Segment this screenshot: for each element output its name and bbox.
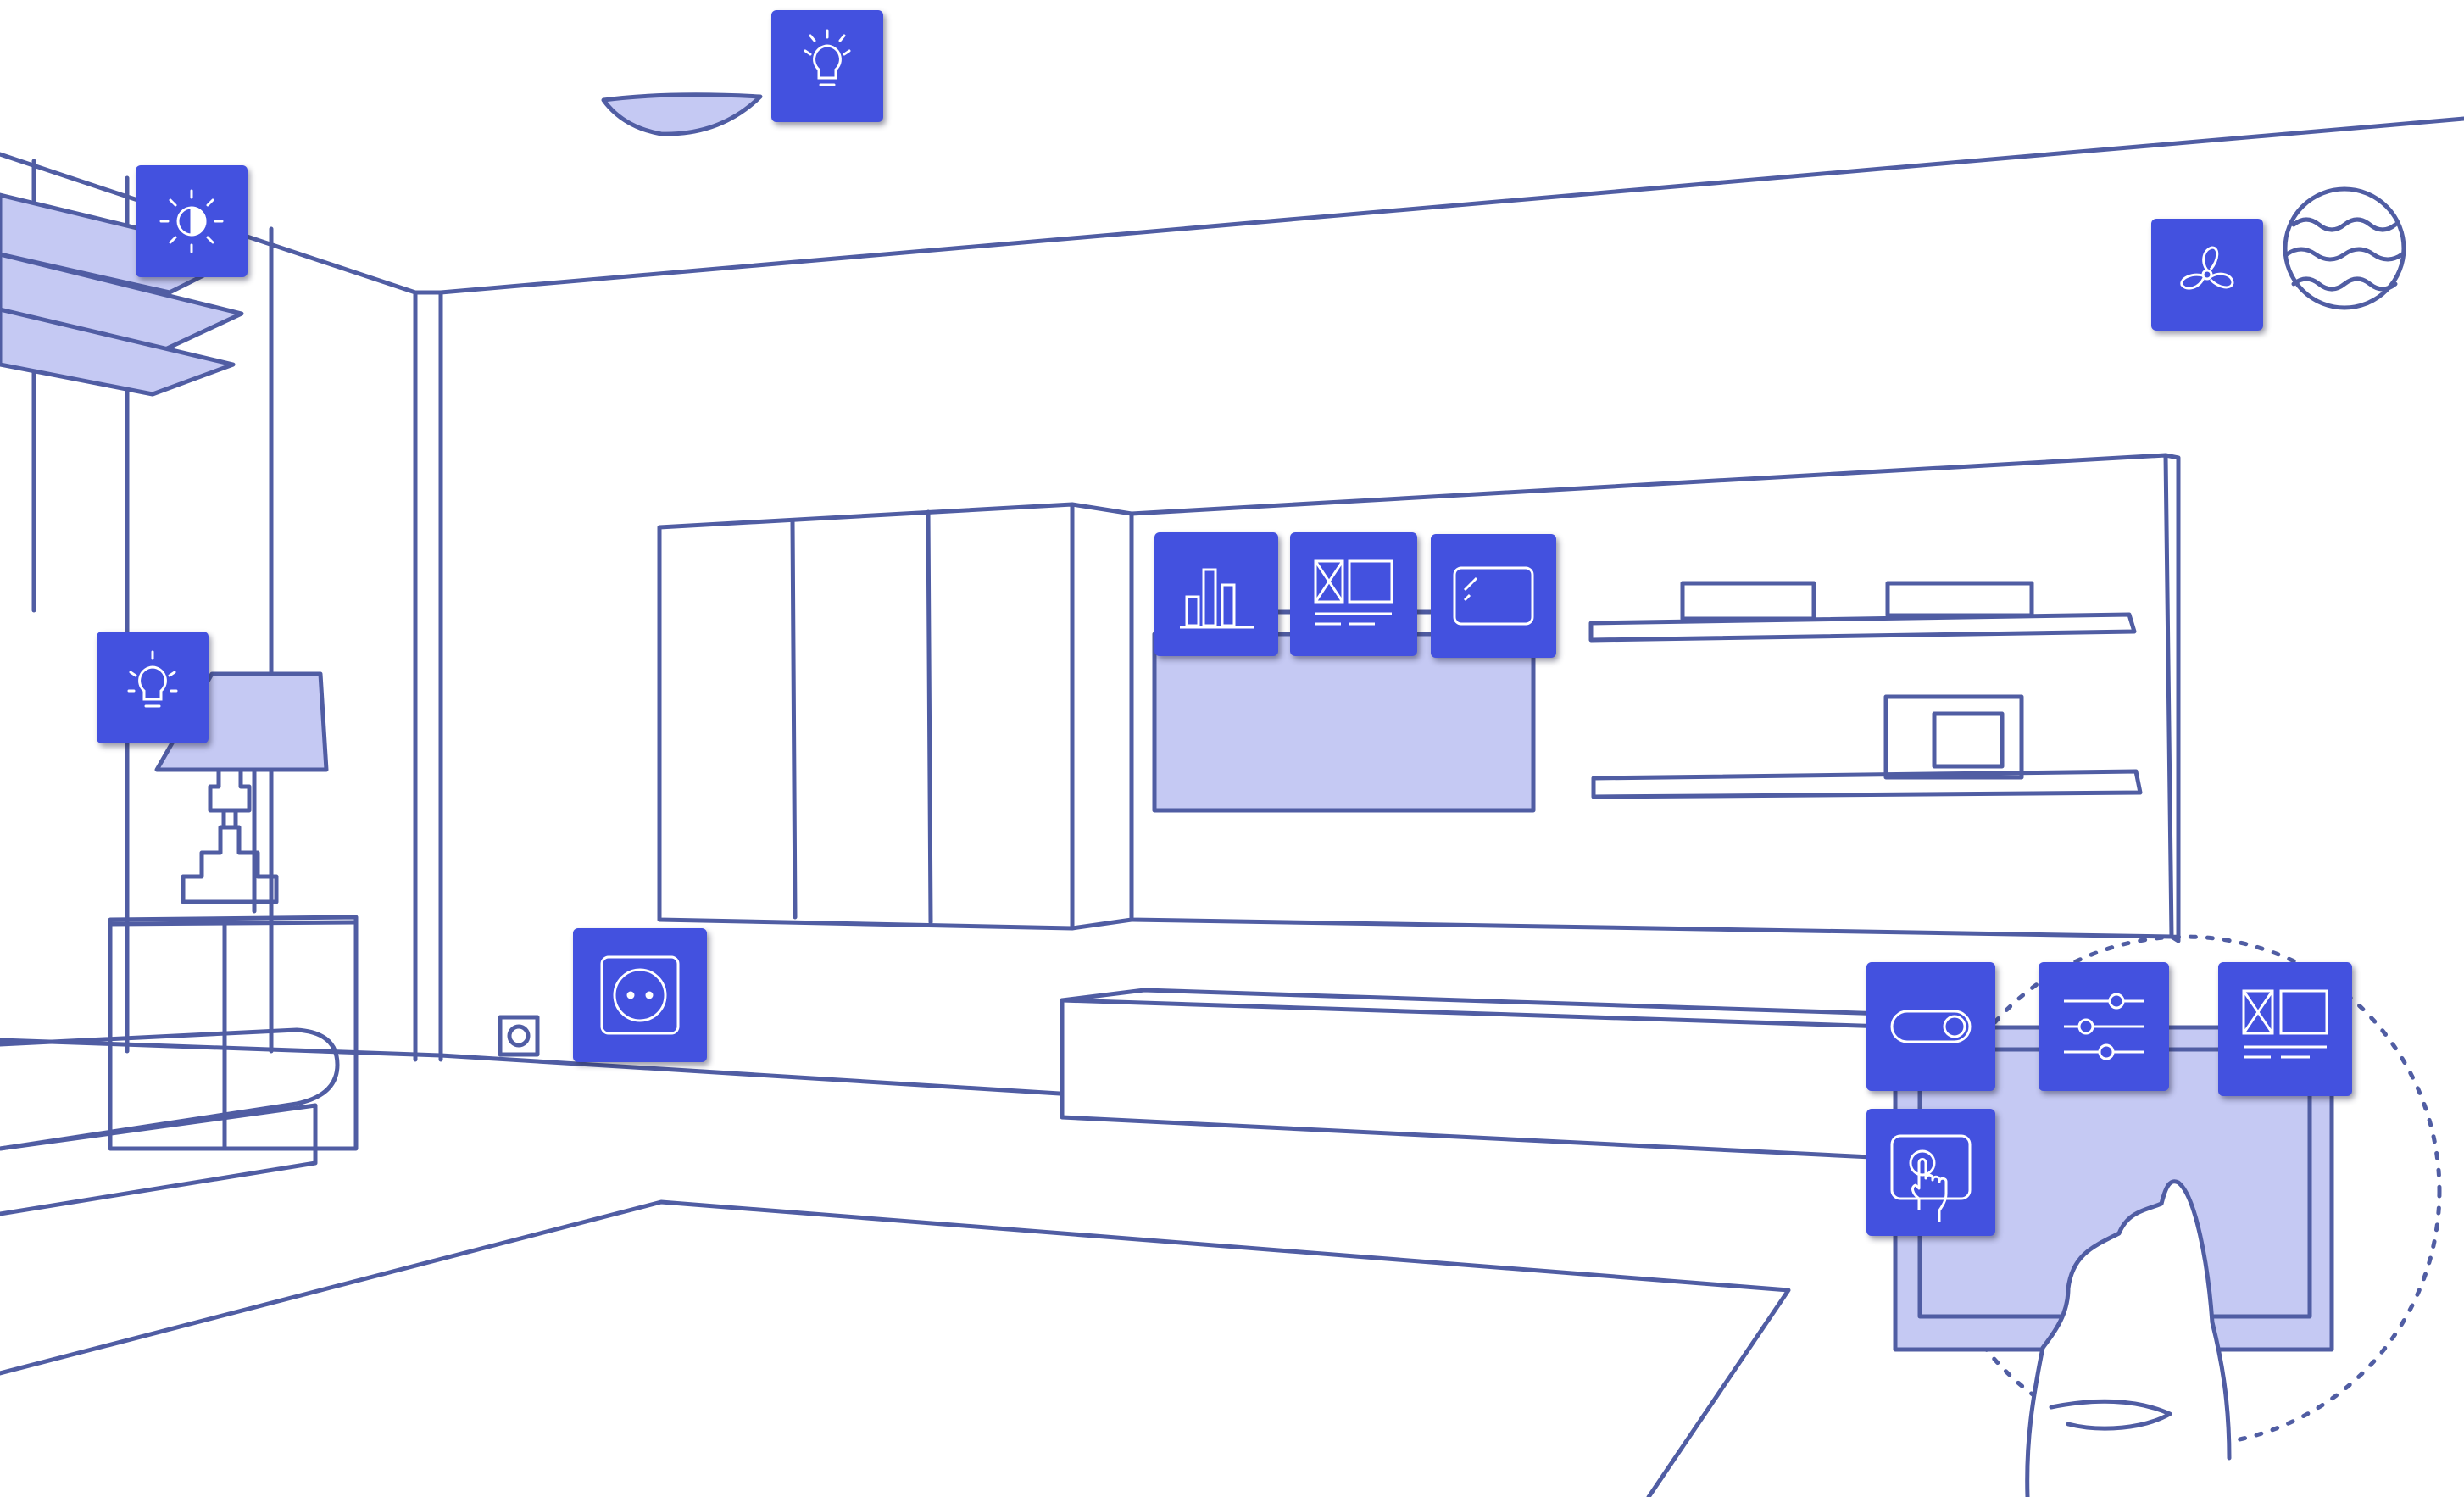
blinds-brightness-icon <box>159 189 224 253</box>
power-socket-icon <box>600 955 680 1035</box>
socket-tile[interactable] <box>573 928 707 1062</box>
ceiling-light-bulb-icon <box>804 29 851 86</box>
dashboard-tile[interactable] <box>1290 532 1417 656</box>
blinds-tile[interactable] <box>136 165 248 277</box>
humidity-sphere <box>2283 186 2406 310</box>
fan-tile[interactable] <box>2151 219 2263 331</box>
panel-layout-icon <box>2242 989 2328 1059</box>
sofa <box>0 1027 340 1216</box>
panel-layout-tile[interactable] <box>2218 962 2352 1096</box>
wall-shelves <box>1588 581 2143 799</box>
side-table <box>108 915 359 1151</box>
sliders-tile[interactable] <box>2039 962 2169 1091</box>
ceiling-lamp <box>601 92 763 136</box>
lamp-bulb-icon <box>127 650 178 708</box>
wardrobe <box>657 502 1134 931</box>
toggle-tile[interactable] <box>1866 962 1995 1091</box>
ceiling-light-tile[interactable] <box>771 10 883 122</box>
window-blinds <box>0 192 248 397</box>
sliders-icon <box>2064 993 2144 1060</box>
tv-screen-icon <box>1453 566 1534 626</box>
bar-chart-icon <box>1180 568 1254 629</box>
fan-icon <box>2180 246 2234 290</box>
floor-rug <box>0 1199 1791 1497</box>
lamp-tile[interactable] <box>97 632 209 743</box>
wall-socket <box>498 1015 540 1057</box>
tv-tile[interactable] <box>1431 534 1556 658</box>
television <box>1152 632 1536 813</box>
tv-bench <box>1060 988 1994 1166</box>
analytics-tile[interactable] <box>1154 532 1278 656</box>
touch-tile[interactable] <box>1866 1109 1995 1236</box>
dashboard-layout-icon <box>1314 559 1393 626</box>
touch-screen-icon <box>1890 1134 1972 1222</box>
toggle-switch-icon <box>1890 1010 1972 1043</box>
